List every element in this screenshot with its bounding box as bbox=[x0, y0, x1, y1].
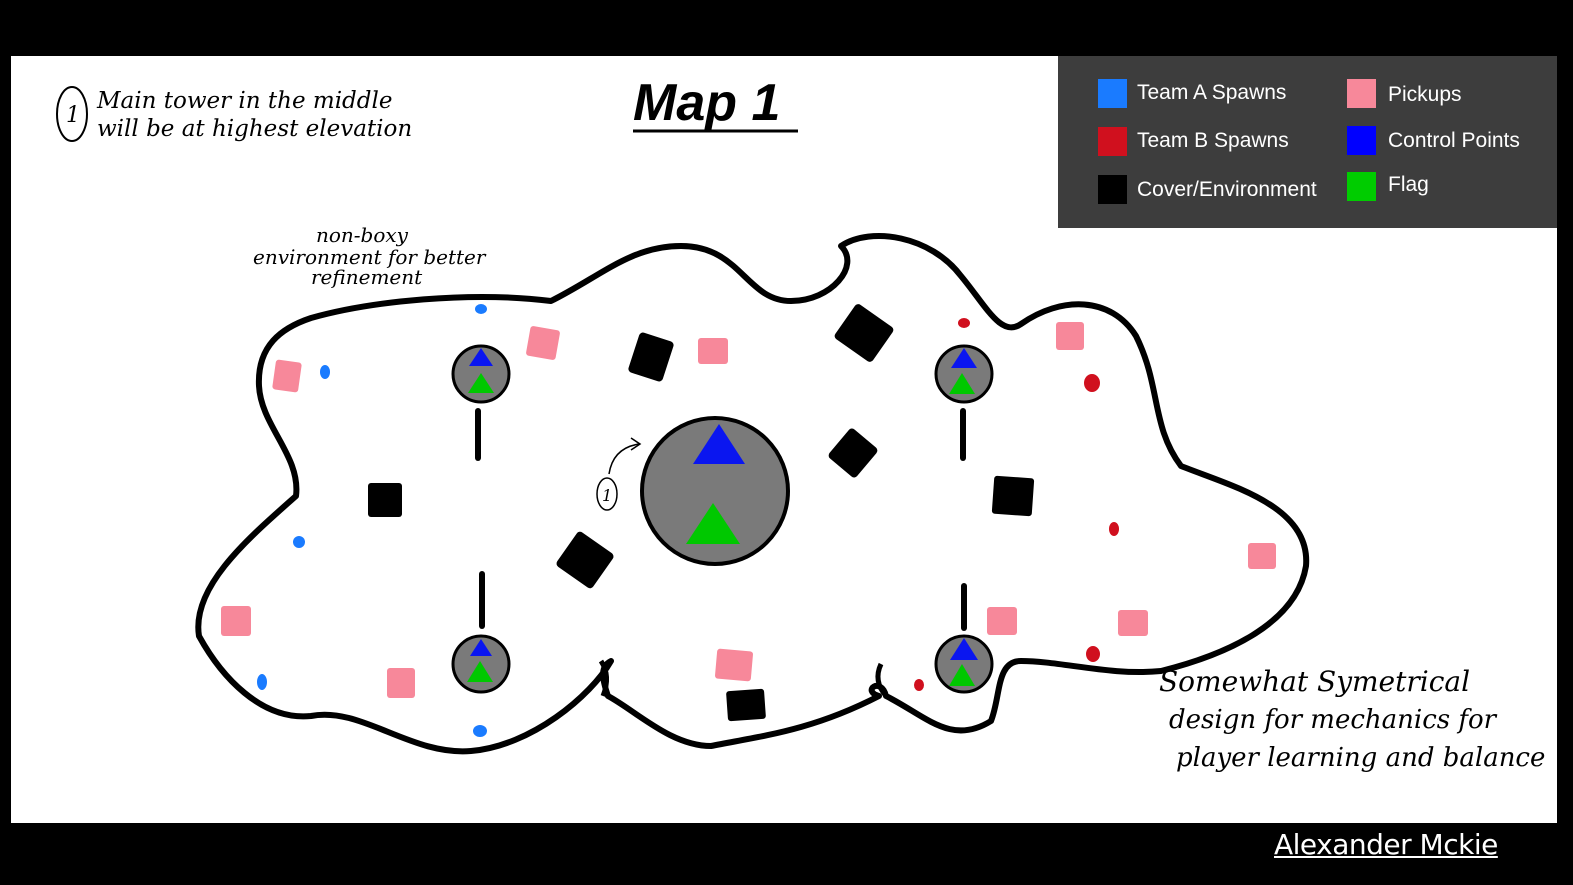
legend-label-pickups: Pickups bbox=[1388, 83, 1462, 106]
tower-top-left bbox=[451, 344, 511, 404]
team-b-spawn-swatch-icon bbox=[1098, 127, 1127, 156]
team-b-spawn bbox=[1086, 646, 1100, 662]
pickup bbox=[387, 668, 415, 698]
tower-base bbox=[934, 634, 994, 694]
cover-block bbox=[628, 332, 674, 382]
cover-block bbox=[991, 475, 1035, 517]
team-a-spawn bbox=[293, 536, 305, 548]
flag-icon bbox=[468, 373, 494, 393]
pickup-swatch-icon bbox=[1347, 79, 1376, 108]
legend-label-team-a: Team A Spawns bbox=[1137, 81, 1286, 104]
map-notch-left bbox=[598, 659, 609, 697]
slide: Map 1 Team A Spawns Team B Spawns Cover/… bbox=[11, 56, 1557, 823]
tower-note-line-1: Main tower in the middle bbox=[96, 88, 392, 114]
team-b-spawn bbox=[958, 318, 970, 328]
cover-block bbox=[726, 688, 766, 722]
tower-note-marker-circle bbox=[56, 86, 88, 142]
team-a-spawn bbox=[473, 725, 487, 737]
team-a-spawn bbox=[257, 674, 267, 690]
environment-note-line-1: non-boxy bbox=[316, 223, 409, 247]
flag-icon bbox=[949, 664, 975, 686]
pickup bbox=[221, 606, 251, 636]
control-point-icon bbox=[951, 348, 977, 368]
cover-block bbox=[368, 483, 402, 517]
pickup bbox=[526, 326, 560, 360]
tower-note-line-2: will be at highest elevation bbox=[97, 116, 412, 142]
legend-label-team-b: Team B Spawns bbox=[1137, 129, 1289, 152]
legend-panel: Team A Spawns Team B Spawns Cover/Enviro… bbox=[1058, 56, 1557, 228]
team-a-spawn bbox=[475, 304, 487, 314]
cover-swatch-icon bbox=[1098, 175, 1127, 204]
tower-top-right bbox=[934, 344, 994, 404]
control-point-icon bbox=[469, 348, 493, 366]
center-marker: 1 bbox=[602, 486, 612, 505]
page-title: Map 1 bbox=[633, 74, 780, 132]
control-point-icon bbox=[470, 639, 492, 656]
map-diagram: Map 1 Team A Spawns Team B Spawns Cover/… bbox=[56, 56, 1557, 773]
pickup bbox=[715, 648, 753, 682]
legend-label-flag: Flag bbox=[1388, 173, 1429, 196]
team-b-spawn bbox=[1109, 522, 1119, 536]
tower-base bbox=[934, 344, 994, 404]
pickup bbox=[987, 607, 1017, 635]
pickup bbox=[1248, 543, 1276, 569]
cover-block bbox=[828, 428, 878, 478]
main-tower bbox=[640, 416, 790, 566]
main-flag-icon bbox=[686, 503, 740, 544]
symmetry-note-line-1: Somewhat Symetrical bbox=[1159, 665, 1470, 698]
cover-block bbox=[834, 304, 894, 362]
pickup bbox=[1056, 322, 1084, 350]
map-outline bbox=[195, 233, 1310, 755]
symmetry-note-line-2: design for mechanics for bbox=[1169, 705, 1498, 735]
flag-icon bbox=[467, 661, 493, 682]
flag-icon bbox=[949, 373, 975, 394]
flag-swatch-icon bbox=[1347, 172, 1376, 201]
team-a-spawn bbox=[320, 365, 330, 379]
legend-label-cover: Cover/Environment bbox=[1137, 178, 1317, 201]
legend-background bbox=[1058, 56, 1557, 228]
author-credit: Alexander Mckie bbox=[1274, 828, 1498, 861]
center-marker-circle bbox=[596, 477, 618, 511]
legend-label-control-points: Control Points bbox=[1388, 129, 1520, 152]
tower-note-marker: 1 bbox=[66, 103, 80, 128]
control-point-icon bbox=[950, 638, 978, 660]
team-a-spawn-swatch-icon bbox=[1098, 79, 1127, 108]
center-marker-arrow bbox=[608, 443, 640, 475]
team-b-spawn bbox=[1084, 374, 1100, 392]
cover-block bbox=[556, 531, 614, 589]
tower-bottom-left bbox=[451, 634, 511, 694]
tower-bottom-right bbox=[934, 634, 994, 694]
environment-note-line-2: environment for better bbox=[253, 245, 487, 269]
pickup bbox=[698, 338, 728, 364]
map-notch-right bbox=[875, 662, 888, 698]
main-control-point-icon bbox=[693, 424, 745, 464]
pickup bbox=[1118, 610, 1148, 636]
team-b-spawn bbox=[914, 679, 924, 691]
main-tower-base bbox=[640, 416, 790, 566]
pickup bbox=[272, 359, 302, 393]
symmetry-note-line-3: player learning and balance bbox=[1176, 743, 1545, 773]
control-point-swatch-icon bbox=[1347, 126, 1376, 155]
arrowhead-icon bbox=[630, 437, 642, 451]
environment-note-line-3: refinement bbox=[311, 265, 423, 289]
